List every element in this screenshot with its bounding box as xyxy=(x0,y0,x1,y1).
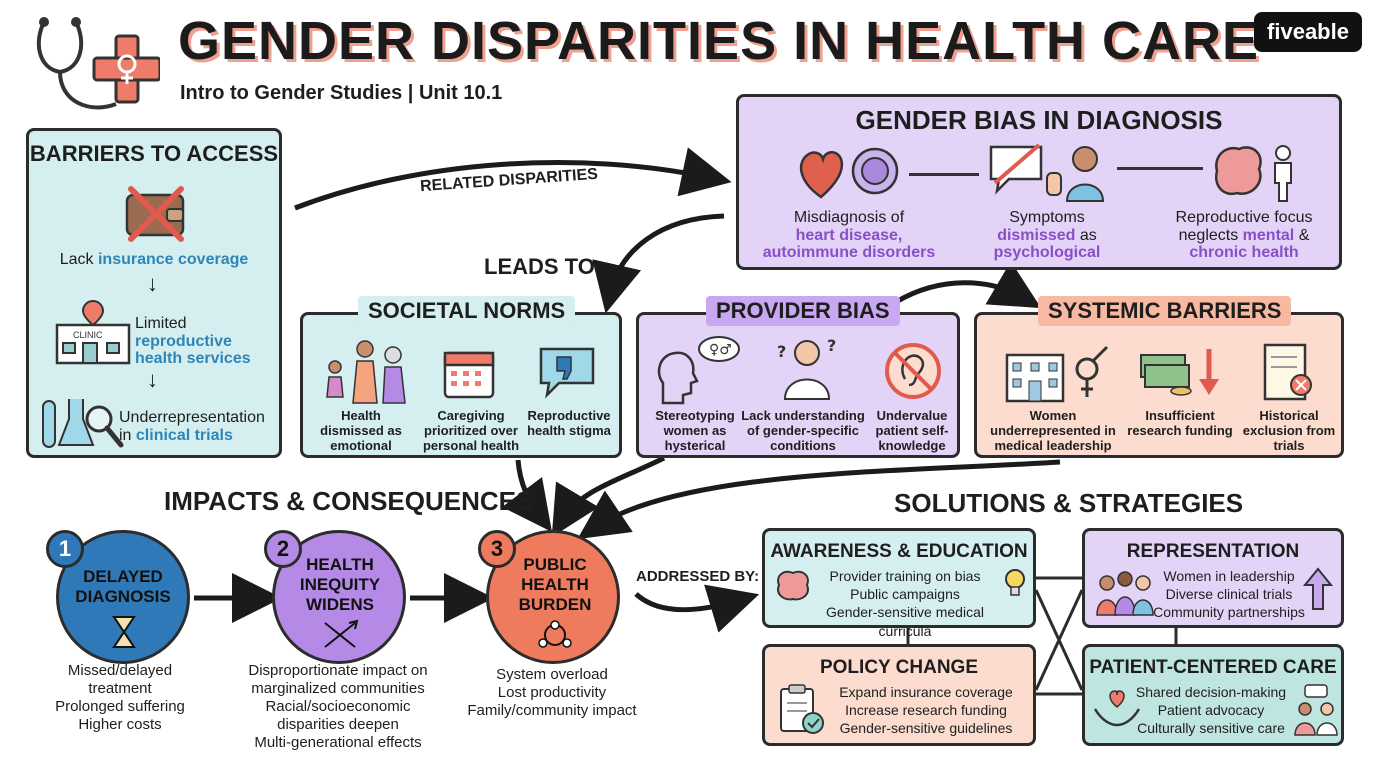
arrow-provider-burden xyxy=(551,455,666,538)
policy-lines: Expand insurance coverage Increase resea… xyxy=(839,684,1013,737)
arrow-systemic-burden xyxy=(577,459,1061,540)
diagnosis-col-reproductive: Reproductive focus neglects mental & chr… xyxy=(1175,209,1313,262)
down-arrow-icon-2: ↓ xyxy=(147,367,158,392)
representation-panel: REPRESENTATION Women in leadership Diver… xyxy=(1082,528,1344,628)
step-1-label: DELAYED DIAGNOSIS xyxy=(75,567,171,606)
doctor-patient-chat-icon xyxy=(1294,684,1338,736)
arrow-norms-burden xyxy=(502,459,552,533)
wallet-crossed-icon xyxy=(125,186,185,242)
diagnosis-connector-2 xyxy=(1117,167,1203,170)
systemic-barriers-title: SYSTEMIC BARRIERS xyxy=(1038,296,1292,326)
ear-crossed-icon xyxy=(885,343,941,399)
impacts-title: IMPACTS & CONSEQUENCES xyxy=(164,486,534,516)
head-thought-icon: ♀♂ xyxy=(657,336,740,405)
up-arrow-icon xyxy=(1303,567,1333,610)
patient-care-lines: Shared decision-making Patient advocacy … xyxy=(1135,684,1287,737)
systemic-item-1: Women underrepresented in medical leader… xyxy=(990,408,1116,453)
step-1-details: Missed/delayed treatment Prolonged suffe… xyxy=(55,662,185,733)
provider-bias-title: PROVIDER BIAS xyxy=(706,296,900,326)
brain-icon xyxy=(777,570,809,601)
diagnosis-col-misdiagnosis: Misdiagnosis of heart disease, autoimmun… xyxy=(762,209,936,262)
lightbulb-icon xyxy=(1005,569,1025,596)
step-3-details: System overload Lost productivity Family… xyxy=(467,666,637,719)
step-1-number: 1 xyxy=(46,530,84,568)
arrow-addressed-by xyxy=(634,584,760,633)
systemic-item-3: Historical exclusion from trials xyxy=(1242,408,1336,453)
representation-lines: Women in leadership Diverse clinical tri… xyxy=(1153,568,1305,621)
diagnosis-panel: GENDER BIAS IN DIAGNOSIS Misdiagnosis of… xyxy=(736,94,1342,270)
provider-item-2: Lack understanding of gender-specific co… xyxy=(741,408,865,453)
awareness-title: AWARENESS & EDUCATION xyxy=(770,541,1028,562)
down-arrow-icon: ↓ xyxy=(147,271,158,296)
diverging-arrows-icon xyxy=(324,619,359,648)
step-2-label: HEALTH INEQUITY WIDENS xyxy=(299,555,381,614)
doctor-question-icon: ? ? xyxy=(777,336,836,400)
diagnosis-col-dismissed: Symptoms dismissed as psychological xyxy=(993,209,1101,262)
heart-virus-icon xyxy=(800,147,899,199)
money-down-icon xyxy=(1140,349,1219,396)
clinic-sign-text: CLINIC xyxy=(73,330,103,340)
solutions-title: SOLUTIONS & STRATEGIES xyxy=(894,488,1244,518)
diagnosis-title: GENDER BIAS IN DIAGNOSIS xyxy=(855,105,1223,135)
norm-item-3: Reproductive health stigma xyxy=(527,408,611,438)
clipboard-check-icon xyxy=(780,684,824,734)
barrier-insurance-text: Lack insurance coverage xyxy=(59,251,249,268)
systemic-item-2: Insufficient research funding xyxy=(1127,408,1233,438)
provider-item-1: Stereotyping women as hysterical xyxy=(655,408,735,453)
thumbs-down-speech-icon xyxy=(539,347,595,399)
step-3-number: 3 xyxy=(478,530,516,568)
svg-text:?: ? xyxy=(827,336,836,355)
community-network-icon xyxy=(538,620,572,648)
brain-person-icon xyxy=(1214,145,1292,202)
barriers-title: BARRIERS TO ACCESS xyxy=(29,141,279,166)
dismissed-speech-woman-icon xyxy=(989,143,1105,202)
representation-title: REPRESENTATION xyxy=(1126,541,1300,562)
societal-norms-panel: Health dismissed as emotional Caregiving… xyxy=(300,312,622,458)
barriers-panel: BARRIERS TO ACCESS Lack insurance covera… xyxy=(26,128,282,458)
label-addressed-by: ADDRESSED BY: xyxy=(636,568,760,585)
step-2-number: 2 xyxy=(264,530,302,568)
calendar-icon xyxy=(443,351,495,399)
diagnosis-connector-1 xyxy=(909,173,979,176)
patient-care-title: PATIENT-CENTERED CARE xyxy=(1089,657,1337,678)
clinic-building-icon: CLINIC xyxy=(55,299,131,365)
arrow-related-disparities xyxy=(294,147,732,211)
barrier-reproductive-text: Limited reproductive health services xyxy=(135,315,251,368)
svg-text:♀♂: ♀♂ xyxy=(709,342,732,358)
test-tubes-magnifier-icon xyxy=(42,399,124,448)
policy-panel: POLICY CHANGE Expand insurance coverage … xyxy=(762,644,1036,746)
policy-title: POLICY CHANGE xyxy=(819,657,978,678)
label-leads-to: LEADS TO: xyxy=(484,254,603,279)
barrier-trials-text: Underrepresentation in clinical trials xyxy=(119,409,265,444)
awareness-lines: Provider training on bias Public campaig… xyxy=(826,568,984,639)
stethoscope-cross-logo-icon xyxy=(36,17,160,110)
hourglass-icon xyxy=(112,616,136,648)
diverse-group-icon xyxy=(1096,571,1154,616)
awareness-panel: AWARENESS & EDUCATION Provider training … xyxy=(762,528,1036,639)
provider-bias-panel: ♀♂ ? ? Stereotyping women as hysterical … xyxy=(636,312,960,458)
norm-item-2: Caregiving prioritized over personal hea… xyxy=(422,408,520,453)
patient-care-panel: PATIENT-CENTERED CARE Shared decision-ma… xyxy=(1082,644,1344,746)
svg-text:?: ? xyxy=(777,342,786,361)
provider-item-3: Undervalue patient self-knowledge xyxy=(875,408,949,453)
norm-item-1: Health dismissed as emotional xyxy=(320,408,402,453)
systemic-barriers-panel: Women underrepresented in medical leader… xyxy=(974,312,1344,458)
heart-hands-icon xyxy=(1093,690,1141,727)
family-caregiving-icon xyxy=(326,340,406,404)
page-title: GENDER DISPARITIES IN HEALTH CARE xyxy=(178,11,1260,71)
arrow-leads-to xyxy=(592,213,725,314)
brand-logo[interactable]: fiveable xyxy=(1254,12,1362,52)
scroll-exclusion-icon xyxy=(1263,343,1312,401)
step-2-details: Disproportionate impact on marginalized … xyxy=(248,662,428,751)
hospital-gender-icon xyxy=(1005,345,1109,403)
page-subtitle: Intro to Gender Studies | Unit 10.1 xyxy=(180,82,503,104)
step-3-label: PUBLIC HEALTH BURDEN xyxy=(518,555,592,614)
societal-norms-title: SOCIETAL NORMS xyxy=(358,296,576,326)
arrow-provider-systemic xyxy=(894,261,1042,309)
